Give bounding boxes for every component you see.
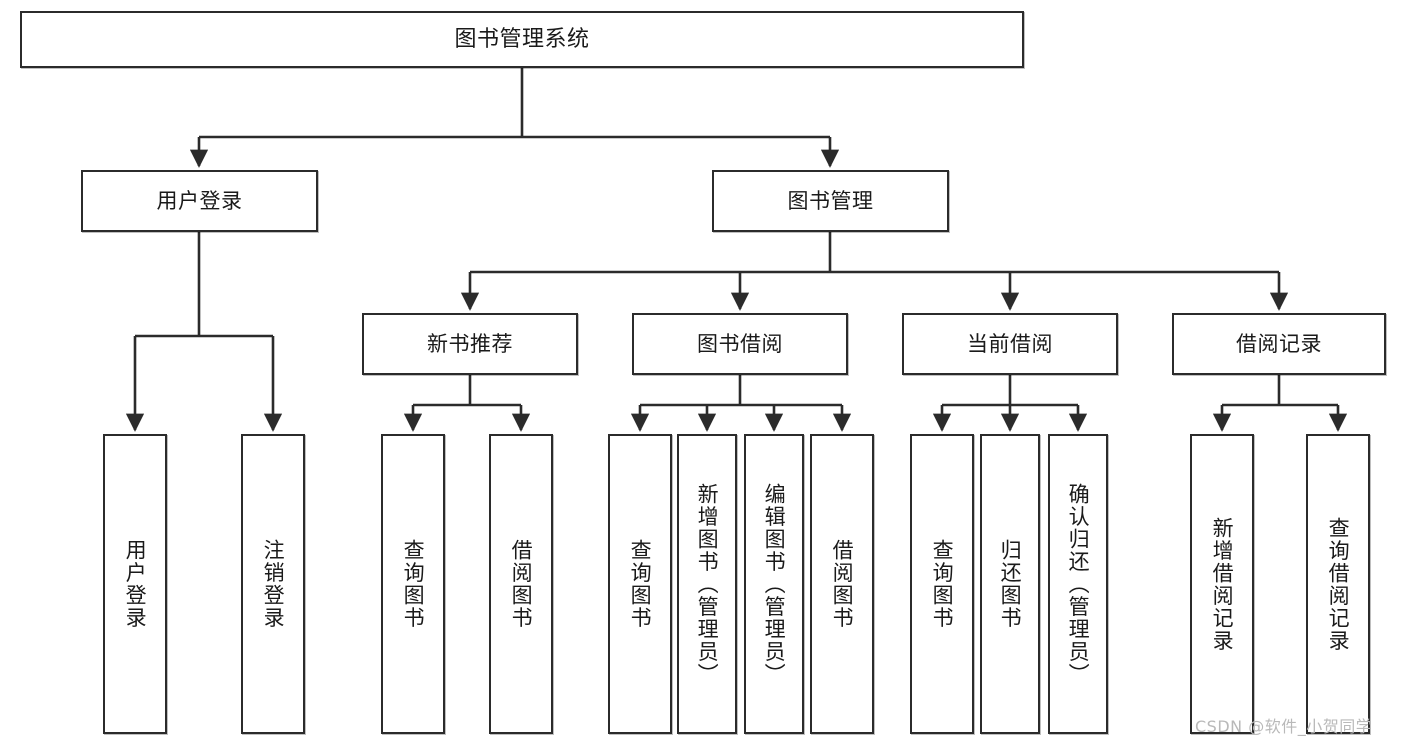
leaf-user-login[interactable]: 用户登录 — [103, 434, 167, 734]
node-label: 图书管理 — [787, 188, 874, 213]
node-label: 归还图书 — [998, 539, 1023, 629]
node-label: 确认归还（管理员） — [1066, 482, 1091, 686]
node-label: 查询图书 — [930, 539, 955, 629]
node-label: 查询借阅记录 — [1326, 516, 1351, 652]
leaf-borrow-book-new[interactable]: 借阅图书 — [489, 434, 553, 734]
node-label: 当前借阅 — [967, 331, 1053, 356]
leaf-add-book-admin[interactable]: 新增图书（管理员） — [677, 434, 737, 734]
node-label: 新书推荐 — [427, 331, 513, 356]
leaf-query-book-new[interactable]: 查询图书 — [381, 434, 445, 734]
node-book-borrowing[interactable]: 图书借阅 — [632, 313, 848, 375]
node-label: 用户登录 — [156, 188, 243, 213]
node-label: 用户登录 — [123, 539, 148, 629]
leaf-query-borrow-record[interactable]: 查询借阅记录 — [1306, 434, 1370, 734]
leaf-borrow-book[interactable]: 借阅图书 — [810, 434, 874, 734]
node-label: 借阅图书 — [509, 539, 534, 629]
node-label: 借阅图书 — [830, 539, 855, 629]
leaf-edit-book-admin[interactable]: 编辑图书（管理员） — [744, 434, 804, 734]
node-user-login[interactable]: 用户登录 — [81, 170, 318, 232]
node-label: 图书借阅 — [697, 331, 783, 356]
node-label: 借阅记录 — [1236, 331, 1322, 356]
node-book-management[interactable]: 图书管理 — [712, 170, 949, 232]
leaf-confirm-return-admin[interactable]: 确认归还（管理员） — [1048, 434, 1108, 734]
node-label: 查询图书 — [401, 539, 426, 629]
node-label: 图书管理系统 — [454, 26, 590, 52]
node-label: 注销登录 — [261, 539, 286, 629]
node-label: 新增图书（管理员） — [695, 482, 720, 686]
leaf-query-book-borrow[interactable]: 查询图书 — [608, 434, 672, 734]
node-new-book-recommendation[interactable]: 新书推荐 — [362, 313, 578, 375]
leaf-add-borrow-record[interactable]: 新增借阅记录 — [1190, 434, 1254, 734]
node-root-book-management-system[interactable]: 图书管理系统 — [20, 11, 1024, 68]
node-label: 编辑图书（管理员） — [762, 482, 787, 686]
node-current-borrowing[interactable]: 当前借阅 — [902, 313, 1118, 375]
watermark: CSDN @软件_小贺同学 — [1195, 717, 1373, 736]
leaf-logout[interactable]: 注销登录 — [241, 434, 305, 734]
node-borrowing-record[interactable]: 借阅记录 — [1172, 313, 1386, 375]
node-label: 查询图书 — [628, 539, 653, 629]
leaf-query-book-current[interactable]: 查询图书 — [910, 434, 974, 734]
node-label: 新增借阅记录 — [1210, 516, 1235, 652]
leaf-return-book[interactable]: 归还图书 — [980, 434, 1040, 734]
